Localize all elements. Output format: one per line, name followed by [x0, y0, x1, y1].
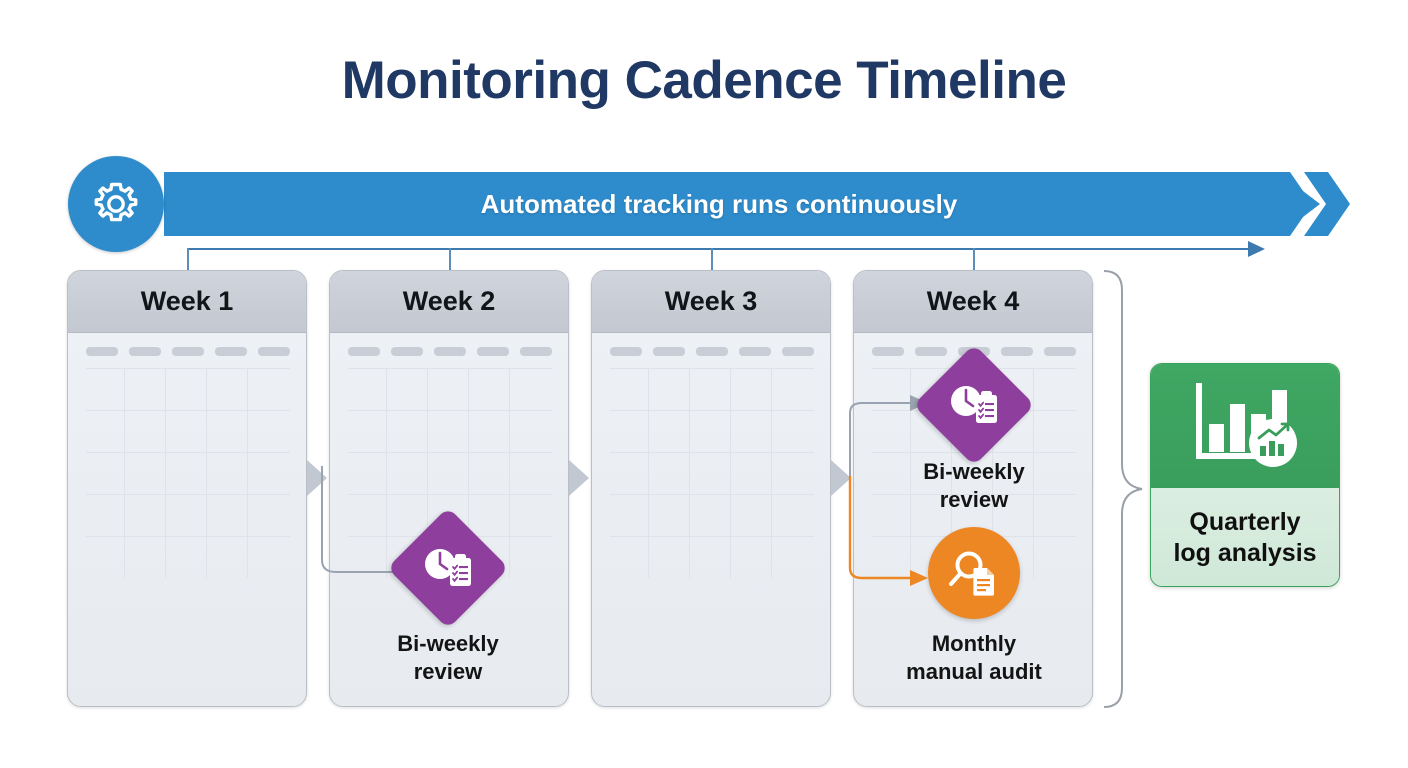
timeline-tick-week-3 [711, 248, 713, 272]
timeline-tick-week-1 [187, 248, 189, 272]
week-card-3-header: Week 3 [592, 271, 830, 333]
banner-body [164, 172, 1320, 236]
day-pill [1044, 347, 1076, 356]
monthly-manual-audit-shape [928, 527, 1020, 619]
gear-badge [68, 156, 164, 252]
week-card-1-label: Week 1 [140, 286, 234, 316]
week-card-4-label: Week 4 [926, 286, 1020, 316]
gear-icon [94, 182, 138, 222]
week-card-2-label: Week 2 [402, 286, 496, 316]
day-pill [215, 347, 247, 356]
day-pill [610, 347, 642, 356]
calendar-day-pills [86, 347, 290, 356]
week-card-3[interactable]: Week 3 [591, 270, 831, 707]
day-pill [1001, 347, 1033, 356]
week-gap-arrow-3 [831, 460, 851, 496]
day-pill [782, 347, 814, 356]
day-pill [172, 347, 204, 356]
week-card-1-header: Week 1 [68, 271, 306, 333]
day-pill [653, 347, 685, 356]
clock-checklist-icon [931, 362, 1017, 448]
calendar-grid [610, 363, 814, 578]
milestone-label-week2-review: Bi-weekly review [397, 631, 499, 685]
week-card-4[interactable]: Week 4 [853, 270, 1093, 707]
outcome-label: Quarterly log analysis [1173, 508, 1317, 567]
week-card-4-header: Week 4 [854, 271, 1092, 333]
day-pill [915, 347, 947, 356]
week-card-1[interactable]: Week 1 [67, 270, 307, 707]
banner-label: Automated tracking runs continuously [480, 188, 958, 219]
timeline-tick-week-2 [449, 248, 451, 272]
day-pill [696, 347, 728, 356]
day-pill [86, 347, 118, 356]
day-pill [520, 347, 552, 356]
continuous-banner: Automated tracking runs continuously [68, 156, 1350, 252]
day-pill [477, 347, 509, 356]
timeline-tick-week-4 [973, 248, 975, 272]
connector-week4-to-audit [848, 476, 928, 586]
timeline-arrow-head [1248, 241, 1265, 257]
day-pill [348, 347, 380, 356]
calendar-grid [86, 363, 290, 578]
day-pill [434, 347, 466, 356]
day-pill [391, 347, 423, 356]
clock-checklist-icon [405, 525, 491, 611]
day-pill [739, 347, 771, 356]
week-card-2-header: Week 2 [330, 271, 568, 333]
calendar-day-pills [348, 347, 552, 356]
milestone-label-week4-audit: Monthly manual audit [906, 631, 1042, 685]
milestone-label-week4-review: Bi-weekly review [923, 459, 1025, 513]
week-gap-arrow-2 [569, 460, 589, 496]
outcome-label-area: Quarterly log analysis [1151, 488, 1339, 586]
day-pill [872, 347, 904, 356]
week-card-3-label: Week 3 [664, 286, 758, 316]
outcome-card[interactable]: Quarterly log analysis [1150, 363, 1340, 587]
outcome-icon-area [1151, 364, 1339, 488]
calendar-day-pills [610, 347, 814, 356]
page-title: Monitoring Cadence Timeline [341, 51, 1067, 110]
bar-chart-analytics-icon [1196, 383, 1297, 467]
day-pill [129, 347, 161, 356]
day-pill [258, 347, 290, 356]
grouping-brace [1103, 270, 1143, 708]
magnifier-document-icon [949, 551, 994, 596]
timeline-arrow-line [187, 248, 1260, 250]
